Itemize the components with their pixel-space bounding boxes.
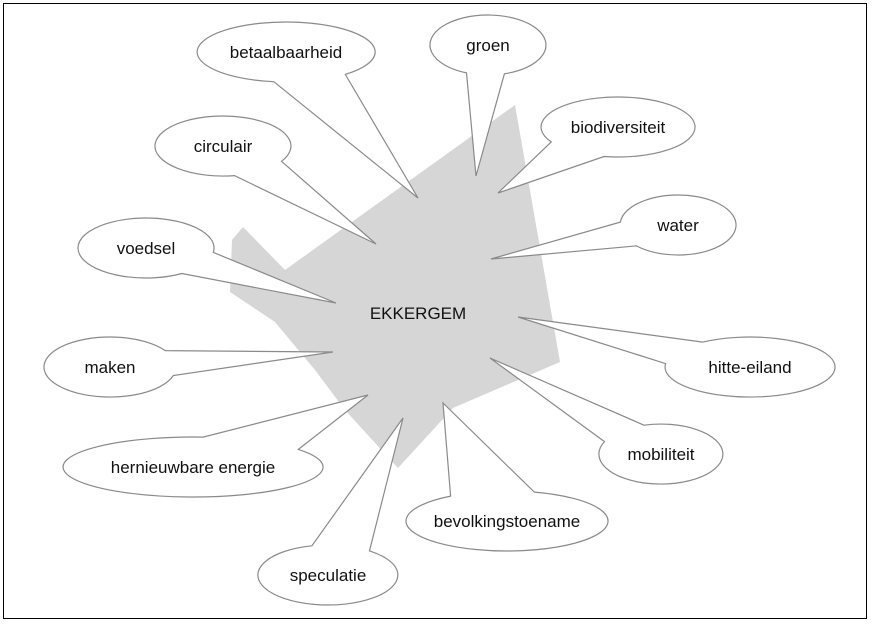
- bubble-label-biodiversiteit: biodiversiteit: [571, 118, 666, 137]
- bubble-hernieuwbare-energie: hernieuwbare energie: [62, 394, 369, 498]
- bubble-label-groen: groen: [466, 36, 509, 55]
- bubble-label-hitte-eiland: hitte-eiland: [708, 358, 791, 377]
- bubble-bevolkingstoename: bevolkingstoename: [405, 401, 609, 552]
- bubble-groen: groen: [429, 14, 547, 177]
- bubble-label-hernieuwbare-energie: hernieuwbare energie: [111, 458, 275, 477]
- bubble-water: water: [490, 194, 737, 260]
- bubble-shape-maken: [43, 336, 334, 398]
- bubble-maken: maken: [43, 336, 334, 398]
- diagram-frame: [3, 3, 867, 619]
- bubble-hitte-eiland: hitte-eiland: [517, 316, 836, 398]
- bubble-label-betaalbaarheid: betaalbaarheid: [230, 43, 342, 62]
- bubble-voedsel: voedsel: [77, 217, 337, 304]
- bubble-label-water: water: [656, 216, 699, 235]
- bubble-label-circulair: circulair: [194, 137, 253, 156]
- bubble-shape-mobiliteit: [489, 357, 724, 485]
- bubble-circulair: circulair: [154, 115, 377, 245]
- bubble-shape-circulair: [154, 115, 377, 245]
- bubble-shape-hitte-eiland: [517, 316, 836, 398]
- bubble-shape-voedsel: [77, 217, 337, 304]
- bubble-label-speculatie: speculatie: [290, 566, 367, 585]
- bubble-shape-water: [490, 194, 737, 260]
- bubble-shape-biodiversiteit: [497, 96, 696, 194]
- bubble-shape-groen: [429, 14, 547, 177]
- bubble-label-mobiliteit: mobiliteit: [627, 445, 694, 464]
- bubble-label-voedsel: voedsel: [117, 239, 176, 258]
- bubble-label-bevolkingstoename: bevolkingstoename: [434, 512, 580, 531]
- ekkergem-region-shape: [230, 105, 560, 468]
- bubble-label-maken: maken: [84, 358, 135, 377]
- bubble-shape-speculatie: [257, 417, 404, 606]
- bubble-betaalbaarheid: betaalbaarheid: [196, 21, 419, 199]
- bubble-shape-bevolkingstoename: [405, 401, 609, 552]
- center-label: EKKERGEM: [370, 304, 466, 323]
- bubble-shape-betaalbaarheid: [196, 21, 419, 199]
- bubbles-layer: betaalbaarheid groen biodiversiteit circula…: [43, 14, 836, 606]
- bubble-speculatie: speculatie: [257, 417, 404, 606]
- bubble-shape-hernieuwbare-energie: [62, 394, 369, 498]
- bubble-mobiliteit: mobiliteit: [489, 357, 724, 485]
- bubble-biodiversiteit: biodiversiteit: [497, 96, 696, 194]
